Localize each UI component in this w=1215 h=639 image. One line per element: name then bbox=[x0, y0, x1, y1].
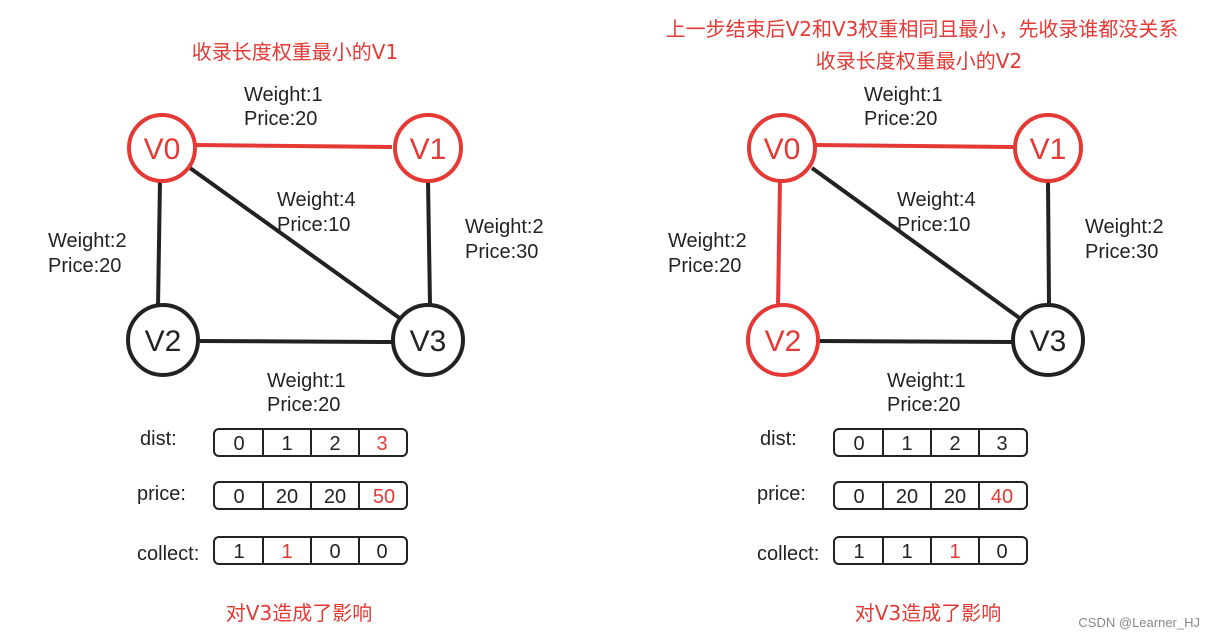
watermark: CSDN @Learner_HJ bbox=[1078, 615, 1200, 630]
dist-cell-2: 2 bbox=[949, 433, 960, 455]
edge-v2-v3-price: Price:20 bbox=[267, 394, 340, 416]
panel-right-title-2: 收录长度权重最小的V2 bbox=[816, 49, 1022, 73]
edge-v1-v3-price: Price:30 bbox=[465, 241, 538, 263]
collect-cell-0: 1 bbox=[853, 541, 864, 563]
edge-v0-v1-weight: Weight:1 bbox=[244, 84, 323, 106]
dist-cell-2: 2 bbox=[329, 433, 340, 455]
price-cell-2: 20 bbox=[324, 486, 346, 508]
node-v3-label: V3 bbox=[410, 325, 447, 358]
node-v2-label: V2 bbox=[145, 325, 182, 358]
edge-v0-v3-price: Price:10 bbox=[897, 214, 970, 236]
collect-cell-2: 1 bbox=[949, 541, 960, 563]
node-v1-label: V1 bbox=[1030, 133, 1067, 166]
node-v0-label: V0 bbox=[144, 133, 181, 166]
edge-v0-v3 bbox=[810, 166, 1027, 324]
dist-label: dist: bbox=[140, 428, 177, 450]
edge-v0-v1-price: Price:20 bbox=[244, 108, 317, 130]
edge-v0-v2-price: Price:20 bbox=[48, 255, 121, 277]
edge-v0-v1-weight: Weight:1 bbox=[864, 84, 943, 106]
dist-label: dist: bbox=[760, 428, 797, 450]
edge-v1-v3-weight: Weight:2 bbox=[465, 216, 544, 238]
panel-right: 上一步结束后V2和V3权重相同且最小，先收录谁都没关系 收录长度权重最小的V2 … bbox=[666, 17, 1179, 625]
node-v0 bbox=[747, 113, 817, 183]
node-v2 bbox=[126, 303, 200, 377]
node-v2 bbox=[746, 303, 820, 377]
collect-cell-1: 1 bbox=[901, 541, 912, 563]
edge-v1-v3-weight: Weight:2 bbox=[1085, 216, 1164, 238]
price-label: price: bbox=[757, 483, 806, 505]
dist-cell-1: 1 bbox=[901, 433, 912, 455]
edge-v0-v2 bbox=[776, 179, 782, 308]
dist-cell-0: 0 bbox=[853, 433, 864, 455]
node-v0 bbox=[127, 113, 197, 183]
price-cell-3: 50 bbox=[373, 486, 395, 508]
edge-v0-v3 bbox=[188, 166, 407, 324]
panel-left-footer: 对V3造成了影响 bbox=[226, 601, 372, 625]
edge-v0-v3-price: Price:10 bbox=[277, 214, 350, 236]
price-cell-1: 20 bbox=[276, 486, 298, 508]
collect-cell-2: 0 bbox=[329, 541, 340, 563]
price-cell-3: 40 bbox=[991, 486, 1013, 508]
price-label: price: bbox=[137, 483, 186, 505]
node-v3 bbox=[391, 303, 465, 377]
collect-cell-3: 0 bbox=[376, 541, 387, 563]
edge-v0-v2-price: Price:20 bbox=[668, 255, 741, 277]
edge-v2-v3-weight: Weight:1 bbox=[267, 370, 346, 392]
node-v1 bbox=[1013, 113, 1083, 183]
collect-cell-0: 1 bbox=[233, 541, 244, 563]
edge-v1-v3 bbox=[1046, 179, 1051, 306]
edge-v2-v3 bbox=[817, 339, 1014, 344]
edge-v2-v3-weight: Weight:1 bbox=[887, 370, 966, 392]
panel-right-title-1: 上一步结束后V2和V3权重相同且最小，先收录谁都没关系 bbox=[666, 17, 1179, 41]
edge-v0-v1-price: Price:20 bbox=[864, 108, 937, 130]
edge-v0-v2 bbox=[156, 179, 162, 308]
edge-v2-v3-price: Price:20 bbox=[887, 394, 960, 416]
edge-v0-v1 bbox=[814, 143, 1014, 149]
price-cell-0: 0 bbox=[233, 486, 244, 508]
node-v3-label: V3 bbox=[1030, 325, 1067, 358]
edge-v1-v3 bbox=[426, 179, 432, 306]
collect-cell-3: 0 bbox=[996, 541, 1007, 563]
panel-left-title: 收录长度权重最小的V1 bbox=[192, 40, 398, 64]
edge-v0-v3-weight: Weight:4 bbox=[277, 189, 356, 211]
edge-v0-v1 bbox=[194, 143, 393, 149]
edge-v2-v3 bbox=[197, 339, 394, 344]
price-cell-2: 20 bbox=[944, 486, 966, 508]
edge-v0-v2-weight: Weight:2 bbox=[668, 230, 747, 252]
dist-cell-1: 1 bbox=[281, 433, 292, 455]
node-v1 bbox=[393, 113, 463, 183]
panel-right-footer: 对V3造成了影响 bbox=[855, 601, 1001, 625]
edge-v1-v3-price: Price:30 bbox=[1085, 241, 1158, 263]
dist-cell-0: 0 bbox=[233, 433, 244, 455]
panel-left: 收录长度权重最小的V1 V0 V1 V2 V3 Weight:1 Price:2… bbox=[48, 40, 544, 625]
price-cell-1: 20 bbox=[896, 486, 918, 508]
dist-cell-3: 3 bbox=[996, 433, 1007, 455]
node-v2-label: V2 bbox=[765, 325, 802, 358]
edge-v0-v2-weight: Weight:2 bbox=[48, 230, 127, 252]
node-v1-label: V1 bbox=[410, 133, 447, 166]
dist-cell-3: 3 bbox=[376, 433, 387, 455]
collect-cell-1: 1 bbox=[281, 541, 292, 563]
price-cell-0: 0 bbox=[853, 486, 864, 508]
collect-label: collect: bbox=[137, 543, 199, 565]
node-v0-label: V0 bbox=[764, 133, 801, 166]
collect-label: collect: bbox=[757, 543, 819, 565]
node-v3 bbox=[1011, 303, 1085, 377]
edge-v0-v3-weight: Weight:4 bbox=[897, 189, 976, 211]
